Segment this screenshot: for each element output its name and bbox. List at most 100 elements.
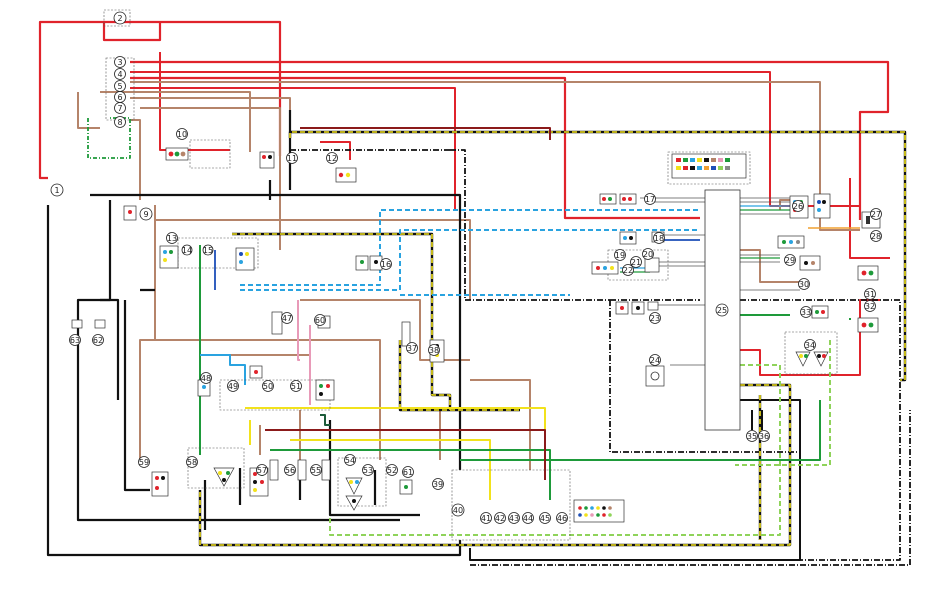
label-4: 4 [114,68,126,80]
connector-18 [355,255,383,271]
label-7-text: 7 [117,104,122,113]
label-47-text: 47 [282,314,292,323]
ecu-connector-block [671,153,747,179]
label-30: 30 [798,278,810,290]
connector-59 [151,471,169,497]
label-45-text: 45 [540,514,550,523]
connector-39-plug [573,499,625,523]
label-52-text: 52 [387,466,397,475]
label-46: 46 [556,512,568,524]
label-58-text: 58 [187,458,197,467]
label-15: 15 [202,244,214,256]
label-20: 20 [642,248,654,260]
label-60: 60 [314,314,326,326]
label-6: 6 [114,91,126,103]
label-29: 29 [784,254,796,266]
wire-layer [38,20,911,566]
label-27-text: 27 [871,210,881,219]
connector-53 [345,477,363,511]
label-40: 40 [451,503,465,517]
label-38-text: 38 [429,346,439,355]
label-53: 53 [362,464,374,476]
label-19: 19 [614,249,626,261]
label-35-text: 35 [747,432,757,441]
label-10-text: 10 [177,130,187,139]
connector-48 [197,365,335,401]
wire-green-2 [460,318,851,461]
label-33: 33 [800,306,812,318]
wire-black-4 [469,384,801,561]
connector-16 [235,247,255,271]
connector-13 [159,245,179,269]
label-62-text: 62 [93,336,103,345]
connector-10 [165,147,189,161]
wire-dark-red [265,127,551,480]
connector-29 [777,235,821,271]
label-17-text: 17 [645,195,655,204]
label-23: 23 [649,312,661,324]
label-22: 22 [622,264,634,276]
ecu-small-connector-left [644,231,665,311]
connector-19 [591,231,637,275]
label-8: 8 [114,116,126,128]
label-25-text: 25 [717,306,727,315]
label-34-text: 34 [805,341,815,350]
label-12: 12 [326,152,338,164]
label-44-text: 44 [523,514,533,523]
wire-red-mid [130,52,860,210]
label-59-text: 59 [139,458,149,467]
label-18-text: 18 [654,234,664,243]
wire-brown-5 [439,199,800,470]
label-58: 58 [186,456,198,468]
wire-black-dash-left [290,149,610,301]
wire-blue [214,239,700,290]
label-11-text: 11 [287,154,297,163]
label-31-text: 31 [865,290,875,299]
label-3-text: 3 [117,58,122,67]
label-22-text: 22 [623,266,633,275]
wire-red-top [130,60,890,220]
label-13-text: 13 [167,234,177,243]
label-56: 56 [284,464,296,476]
label-46-text: 46 [557,514,567,523]
label-5-text: 5 [117,82,122,91]
label-15-text: 15 [203,246,213,255]
label-36: 36 [758,430,770,442]
relay-55 [269,459,331,481]
ecu-unit [671,153,747,431]
label-55-text: 55 [311,466,321,475]
label-47: 47 [281,312,293,324]
wire-yellow-green-dash [329,340,831,536]
box-39 [451,469,571,541]
label-62: 62 [92,334,104,346]
label-20-text: 20 [643,250,653,259]
label-39-text: 39 [433,480,443,489]
label-32: 32 [864,300,876,312]
label-60-text: 60 [315,316,325,325]
label-12-text: 12 [327,154,337,163]
label-4-text: 4 [117,70,122,79]
label-16: 16 [380,258,392,270]
connector-35-triangles [795,351,829,367]
relay-37 [401,321,411,347]
label-5: 5 [114,80,126,92]
label-43: 43 [508,512,520,524]
label-48: 48 [200,372,212,384]
label-13: 13 [166,232,178,244]
component-labels: 1 2 3 4 5 6 7 8 9 10 11 12 13 14 15 16 1… [50,11,882,524]
wire-black-2 [90,110,462,470]
label-45: 45 [539,512,551,524]
label-54-text: 54 [345,456,355,465]
label-6-text: 6 [117,93,122,102]
box-53 [337,457,387,507]
connector-near-9 [123,205,137,221]
wire-green-1 [199,245,790,500]
label-21-text: 21 [631,258,641,267]
label-8-text: 8 [117,118,122,127]
label-1-text: 1 [54,186,59,195]
label-9: 9 [139,207,153,221]
label-25: 25 [715,303,729,317]
label-42: 42 [494,512,506,524]
box-35 [784,331,838,375]
wire-pink [297,300,311,405]
